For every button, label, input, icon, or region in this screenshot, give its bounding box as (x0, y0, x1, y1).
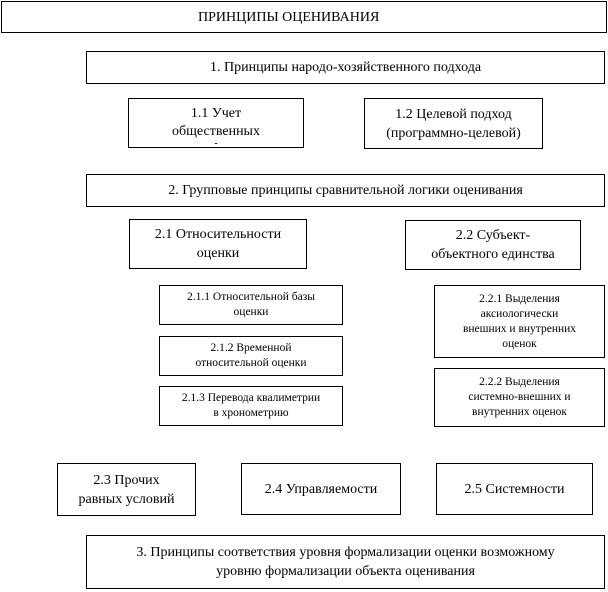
principle-2-3-line1: 2.3 Прочих (93, 472, 160, 488)
section3-line1: 3. Принципы соответствия уровня формализ… (136, 545, 555, 560)
principle-1-1-line3: - (214, 138, 218, 148)
principle-1-1-box: 1.1 Учет общественных - (128, 98, 304, 148)
principle-2-2-1-line4: оценок (502, 337, 537, 350)
principle-2-2-box: 2.2 Субъект- объектного единства (405, 220, 581, 270)
section3-box: 3. Принципы соответствия уровня формализ… (86, 535, 605, 589)
principle-2-1-1-line1: 2.1.1 Относительной базы (187, 291, 315, 303)
principle-1-1-line2: общественных (172, 124, 260, 139)
principle-2-2-2-box: 2.2.2 Выделения системно-внешних и внутр… (434, 368, 605, 427)
principle-2-1-2-line1: 2.1.2 Временной (210, 342, 292, 354)
principle-2-2-2-line3: внутренних оценок (472, 406, 567, 418)
principle-2-2-2-line2: системно-внешних и (468, 391, 571, 403)
principle-2-2-line1: 2.2 Субъект- (455, 228, 531, 243)
principle-2-5-box: 2.5 Системности (436, 463, 593, 515)
principle-2-2-line2: объектного единства (431, 247, 555, 262)
principle-2-2-1-line3: внешних и внутренних (462, 322, 577, 335)
principle-2-2-1-box: 2.2.1 Выделения аксиологически внешних и… (434, 285, 605, 358)
section3-line2: уровню формализации объекта оценивания (216, 564, 475, 579)
principle-2-4-box: 2.4 Управляемости (241, 463, 401, 515)
principle-2-1-3-box: 2.1.3 Перевода квалиметрии в хронометрию (159, 386, 343, 426)
principle-2-3-box: 2.3 Прочих равных условий (57, 463, 196, 516)
principle-2-1-1-line2: оценки (233, 306, 269, 318)
principle-1-2-box: 1.2 Целевой подход (программно-целевой) (364, 98, 543, 149)
principle-2-2-1-line1: 2.2.1 Выделения (479, 292, 560, 305)
principle-2-1-2-line2: относительной оценки (195, 357, 307, 369)
principle-2-1-3-line1: 2.1.3 Перевода квалиметрии (181, 392, 321, 404)
principle-1-2-line1: 1.2 Целевой подход (395, 106, 512, 122)
principle-2-5-line1: 2.5 Системности (464, 481, 565, 497)
section1-title: 1. Принципы народо-хозяйственного подход… (209, 60, 482, 75)
principle-1-2-line2: (программно-целевой) (386, 125, 521, 141)
principle-2-3-line2: равных условий (78, 491, 175, 507)
principle-2-1-line2: оценки (196, 246, 240, 261)
principle-2-1-1-box: 2.1.1 Относительной базы оценки (159, 285, 343, 325)
root-box: ПРИНЦИПЫ ОЦЕНИВАНИЯ (1, 1, 607, 33)
section2-title: 2. Групповые принципы сравнительной логи… (168, 183, 523, 198)
principle-2-2-1-line2: аксиологически (480, 307, 559, 320)
principle-1-1-line1: 1.1 Учет (190, 106, 242, 121)
principle-2-4-line1: 2.4 Управляемости (264, 481, 378, 497)
section2-box: 2. Групповые принципы сравнительной логи… (86, 174, 605, 207)
root-title: ПРИНЦИПЫ ОЦЕНИВАНИЯ (198, 9, 380, 25)
principle-2-2-2-line1: 2.2.2 Выделения (479, 376, 560, 388)
principle-2-1-3-line2: в хронометрию (213, 407, 289, 419)
principle-2-1-box: 2.1 Относительности оценки (129, 219, 307, 269)
section1-box: 1. Принципы народо-хозяйственного подход… (86, 51, 605, 84)
principle-2-1-2-box: 2.1.2 Временной относительной оценки (159, 336, 343, 376)
principle-2-1-line1: 2.1 Относительности (154, 227, 282, 242)
